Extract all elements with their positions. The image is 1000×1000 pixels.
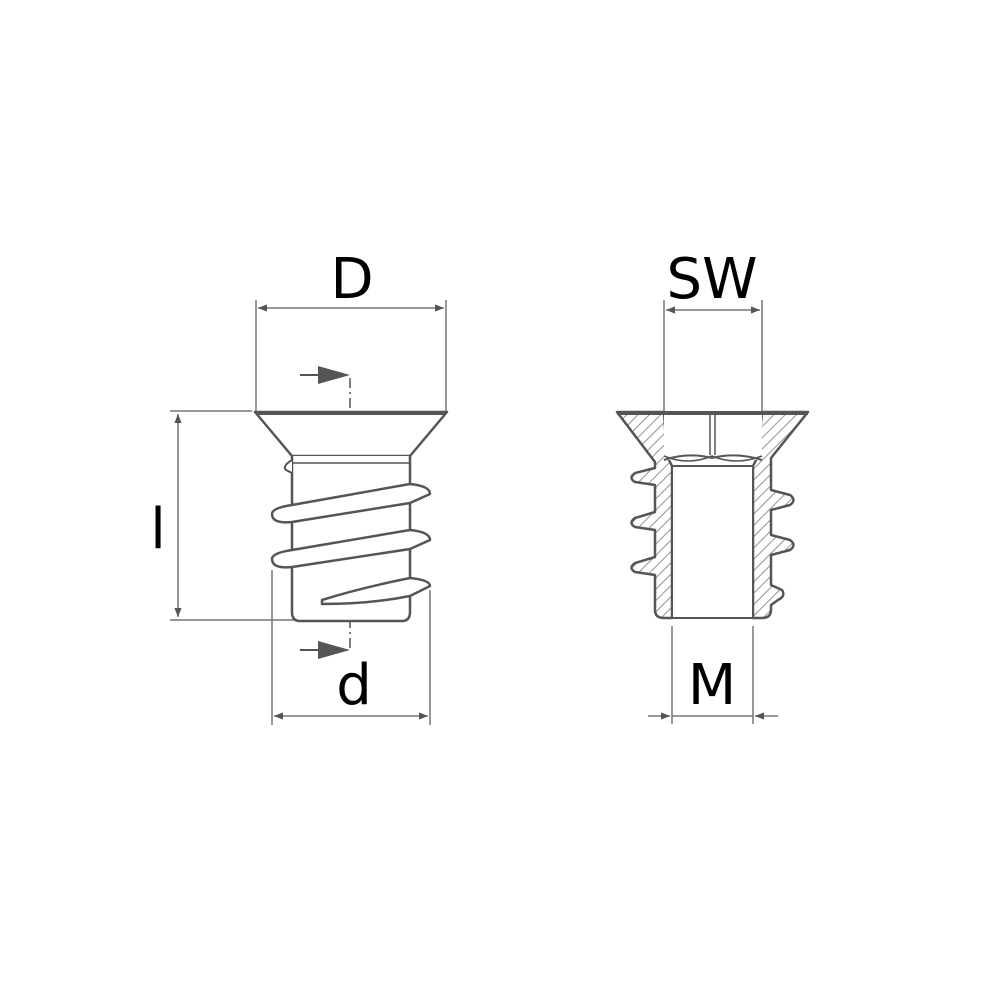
section-wall-left <box>615 410 674 620</box>
dimension-SW <box>663 300 763 412</box>
dimension-d <box>271 570 431 725</box>
dimension-l <box>170 410 296 621</box>
section-arrow-bottom-icon <box>318 641 350 659</box>
threaded-bore <box>671 465 754 619</box>
hex-socket <box>617 411 808 462</box>
dimension-D <box>255 300 447 412</box>
side-view: D l d <box>150 247 449 725</box>
label-d: d <box>336 653 372 718</box>
label-D: D <box>330 247 373 312</box>
dimension-M <box>648 626 778 724</box>
section-view: SW M <box>615 247 810 724</box>
label-SW: SW <box>667 247 758 312</box>
section-wall-right <box>751 410 810 620</box>
section-arrow-top-icon <box>318 366 350 384</box>
label-M: M <box>688 653 736 718</box>
insert-body <box>253 410 449 623</box>
label-l: l <box>150 497 166 562</box>
